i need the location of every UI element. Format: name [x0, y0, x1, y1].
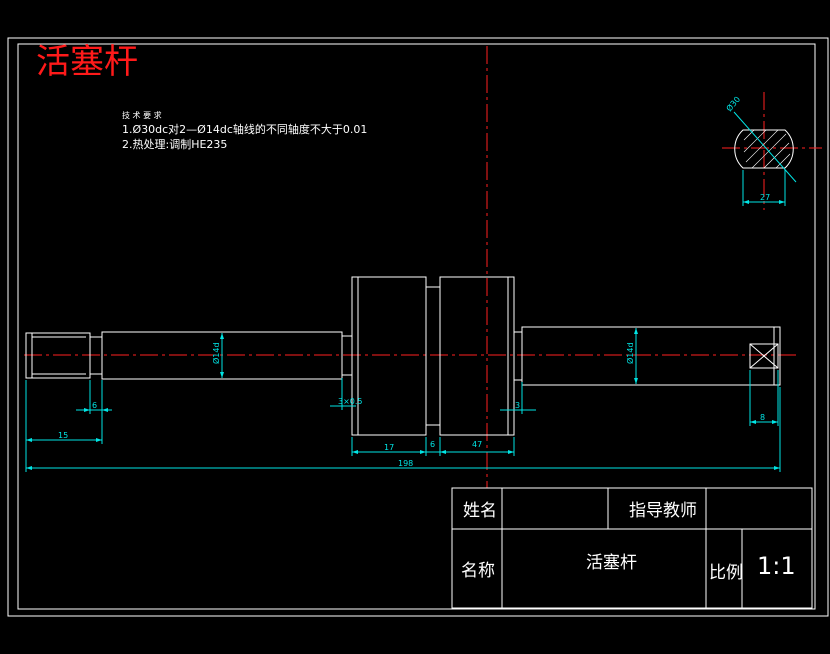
- dim-47: 47: [472, 440, 482, 449]
- section-outline: [734, 129, 794, 169]
- title-block: [451, 487, 813, 609]
- drawing-title: 活塞杆: [36, 42, 138, 82]
- dimension-arrows: [26, 200, 785, 470]
- dim-15: 15: [58, 431, 68, 440]
- dim-198: 198: [398, 459, 413, 468]
- square-end: [749, 343, 779, 369]
- dim-27: 27: [760, 193, 770, 202]
- right-shaft: [521, 326, 781, 386]
- tb-scale-value: 1:1: [757, 552, 796, 580]
- inner-frame: [17, 43, 816, 610]
- tb-part-value: 活塞杆: [586, 553, 637, 573]
- right-groove: [513, 331, 523, 381]
- tb-part-label: 名称: [461, 561, 495, 581]
- dim-6: 6: [92, 401, 97, 410]
- dim-gap: 6: [430, 440, 435, 449]
- dim-groove: 3×0.5: [338, 397, 363, 406]
- dim-3: 3: [515, 401, 520, 410]
- tb-scale-label: 比例: [709, 563, 743, 583]
- piston-right: [439, 276, 515, 436]
- dim-line-section-dia: [733, 111, 797, 183]
- dim-section-dia: Ø30: [724, 94, 742, 113]
- centerlines: [24, 46, 822, 488]
- dim-shaft-left: Ø14d: [211, 342, 221, 364]
- tb-name-label: 姓名: [463, 501, 497, 521]
- tech-req-line1: 1.Ø30dc对2—Ø14dc轴线的不同轴度不大于0.01: [122, 122, 367, 136]
- tb-teacher-label: 指导教师: [629, 501, 697, 521]
- tech-req-line2: 2.热处理:调制HE235: [122, 138, 227, 151]
- outer-frame: [7, 37, 829, 617]
- square-diag-2: [749, 343, 779, 369]
- title-block-text: 姓名 指导教师 名称 活塞杆 比例 1:1: [461, 501, 796, 583]
- tech-req-heading: 技 术 要 求: [122, 110, 162, 120]
- title-block-frame: [451, 487, 813, 609]
- dim-8: 8: [760, 413, 765, 422]
- dimensions: [25, 111, 797, 472]
- dim-shaft-right: Ø14d: [625, 342, 635, 364]
- piston-left: [351, 276, 427, 436]
- piston-groove: [425, 286, 441, 426]
- shaft-outline: [25, 276, 781, 436]
- dim-17: 17: [384, 443, 394, 452]
